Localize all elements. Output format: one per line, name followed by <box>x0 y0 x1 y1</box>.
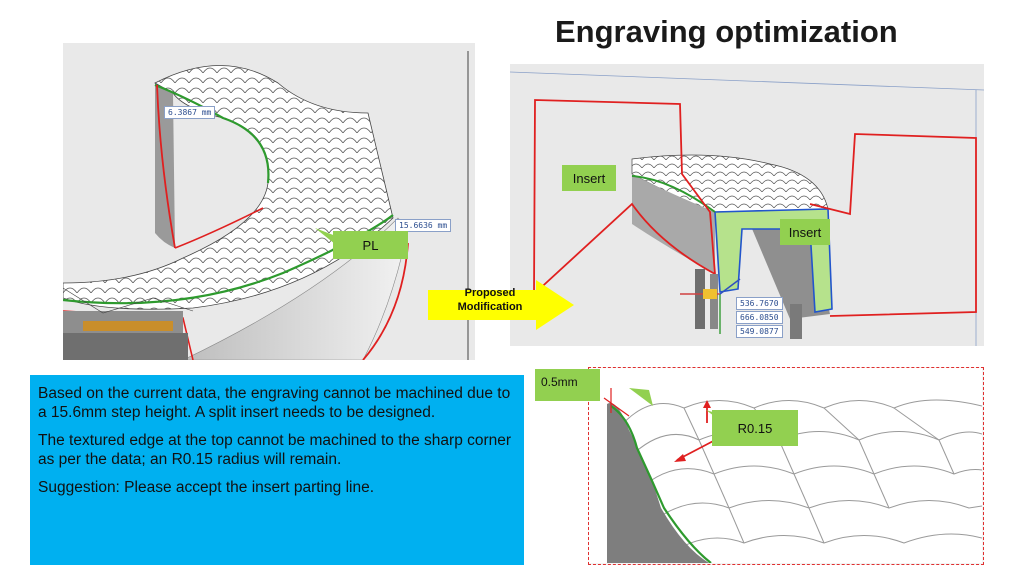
dimension-label-right: 15.6636 mm <box>395 219 452 232</box>
cad-right-illustration <box>510 71 984 346</box>
insert-tag-right: Insert <box>780 219 830 245</box>
cad-view-right: Insert Insert 536.7670 666.0850 549.0877 <box>510 64 984 346</box>
detail-illustration <box>589 368 983 564</box>
slide-title: Engraving optimization <box>555 14 898 49</box>
dimension-label-top: 6.3867 mm <box>164 106 216 119</box>
proposed-modification-arrow <box>428 280 574 330</box>
coordinate-x: 536.7670 <box>736 297 783 310</box>
radius-tag: R0.15 <box>712 410 798 446</box>
detail-zoom-view <box>588 367 984 565</box>
paragraph-step-height: Based on the current data, the engraving… <box>38 385 511 421</box>
arrow-label-line2: Modification <box>457 301 523 313</box>
coordinate-y: 666.0850 <box>736 311 783 324</box>
thickness-callout-pointer <box>629 388 653 406</box>
cad-left-illustration <box>63 51 469 360</box>
paragraph-radius: The textured edge at the top cannot be m… <box>38 432 512 468</box>
pl-tag: PL <box>333 231 408 259</box>
coordinate-z: 549.0877 <box>736 325 783 338</box>
arrow-label: Proposed Modification <box>427 286 553 314</box>
thickness-tag: 0.5mm <box>535 369 600 401</box>
arrow-label-line1: Proposed <box>464 287 516 299</box>
explanation-text-box: Based on the current data, the engraving… <box>30 375 524 565</box>
coordinate-readout: 536.7670 666.0850 549.0877 <box>736 297 783 338</box>
paragraph-suggestion: Suggestion: Please accept the insert par… <box>38 479 375 496</box>
cad-view-left: 6.3867 mm 15.6636 mm PL <box>63 43 475 360</box>
insert-tag-left: Insert <box>562 165 616 191</box>
